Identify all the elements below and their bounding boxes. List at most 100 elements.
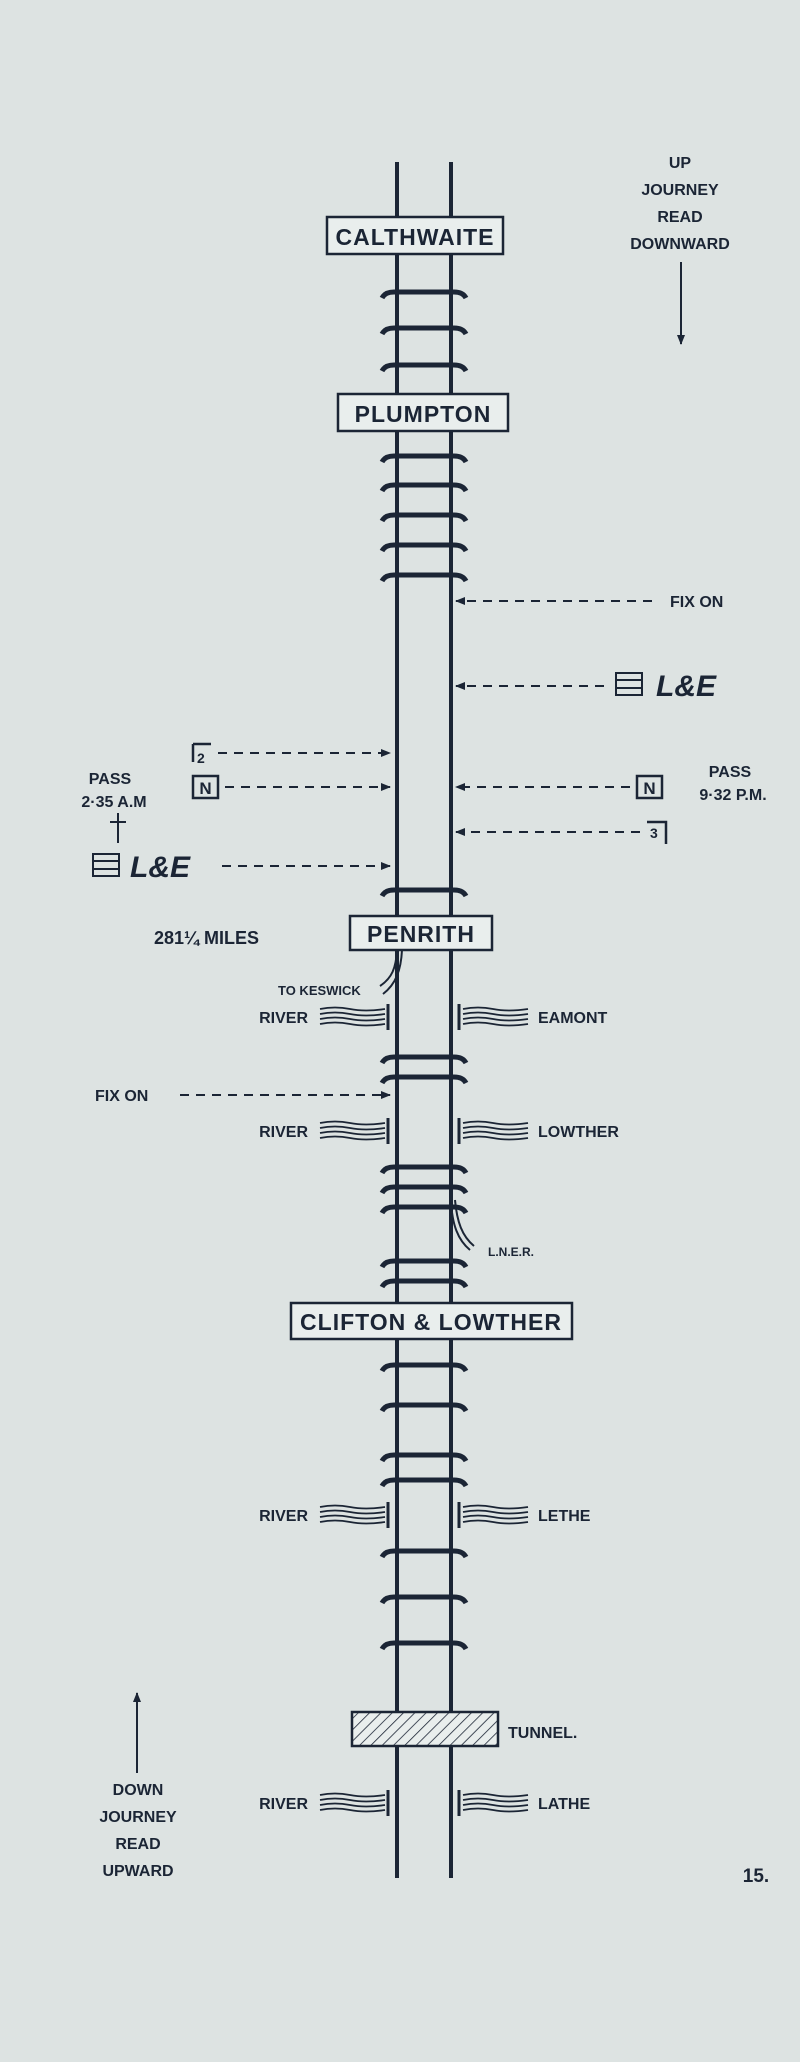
station-label: CALTHWAITE: [335, 224, 494, 250]
station-label: PLUMPTON: [355, 401, 492, 427]
bridge-mark: [379, 887, 469, 898]
river-crossing: RIVER LATHE: [259, 1790, 590, 1816]
river-wave: [462, 1021, 529, 1027]
l-and-e-up: L&E: [455, 670, 717, 703]
bridge-mark: [379, 1054, 469, 1065]
river-wave: [319, 1519, 386, 1525]
river-wave: [462, 1797, 529, 1803]
svg-text:2·35 A.M: 2·35 A.M: [81, 794, 146, 811]
river-label-left: RIVER: [259, 1796, 308, 1813]
tunnel-label: TUNNEL.: [508, 1725, 577, 1742]
river-wave: [319, 1011, 386, 1017]
svg-text:L&E: L&E: [656, 670, 717, 703]
sleepers: [379, 289, 469, 1651]
river-label-right: LETHE: [538, 1508, 591, 1525]
signal-box-icon: [615, 672, 643, 696]
bridge-mark: [379, 325, 469, 336]
river-label-left: RIVER: [259, 1010, 308, 1027]
svg-text:N: N: [643, 779, 655, 798]
river-wave: [462, 1130, 529, 1136]
lner-branch: L.N.E.R.: [450, 1199, 534, 1259]
signal-2: 2: [191, 742, 391, 766]
page-number: 15.: [743, 1866, 769, 1887]
svg-text:UP: UP: [669, 155, 692, 172]
up-journey-legend: UP JOURNEY READ DOWNWARD: [630, 155, 730, 345]
river-wave: [319, 1792, 386, 1798]
svg-text:L.N.E.R.: L.N.E.R.: [488, 1245, 534, 1259]
river-wave: [462, 1016, 529, 1022]
river-wave: [319, 1016, 386, 1022]
svg-text:FIX ON: FIX ON: [95, 1088, 148, 1105]
svg-text:READ: READ: [657, 209, 702, 226]
river-wave: [462, 1120, 529, 1126]
river-wave: [462, 1807, 529, 1813]
bridge-mark: [379, 1548, 469, 1559]
bridge-mark: [379, 1452, 469, 1463]
river-wave: [319, 1120, 386, 1126]
river-wave: [319, 1021, 386, 1027]
signal-box-icon: [92, 853, 120, 877]
river-wave: [462, 1802, 529, 1808]
bridge-mark: [379, 1362, 469, 1373]
station-penrith: PENRITH: [348, 914, 494, 952]
river-wave: [462, 1514, 529, 1520]
cross-icon: [110, 813, 126, 843]
river-wave: [319, 1504, 386, 1510]
river-wave: [319, 1509, 386, 1515]
bridge-mark: [379, 482, 469, 493]
n-marker-down: PASS 2·35 A.M N: [81, 771, 391, 843]
down-journey-legend: DOWN JOURNEY READ UPWARD: [99, 1692, 177, 1880]
bridge-mark: [379, 512, 469, 523]
bridge-mark: [379, 542, 469, 553]
svg-text:DOWNWARD: DOWNWARD: [630, 236, 730, 253]
bridge-mark: [379, 289, 469, 300]
svg-text:JOURNEY: JOURNEY: [641, 182, 719, 199]
bridge-mark: [379, 1640, 469, 1651]
river-wave: [319, 1130, 386, 1136]
bridge-mark: [379, 572, 469, 583]
river-wave: [462, 1011, 529, 1017]
bridge-mark: [379, 1477, 469, 1488]
bridge-mark: [379, 453, 469, 464]
mileage-label: 281¼ MILES: [154, 928, 259, 948]
river-wave: [462, 1125, 529, 1131]
station-label: CLIFTON & LOWTHER: [300, 1309, 562, 1335]
svg-text:2: 2: [197, 750, 205, 766]
river-label-right: LOWTHER: [538, 1124, 619, 1141]
svg-text:PASS: PASS: [709, 764, 752, 781]
river-wave: [462, 1135, 529, 1141]
river-label-right: EAMONT: [538, 1010, 608, 1027]
station-calthwaite: CALTHWAITE: [325, 215, 505, 256]
bridge-mark: [379, 362, 469, 373]
river-wave: [462, 1509, 529, 1515]
river-wave: [462, 1006, 529, 1012]
svg-text:DOWN: DOWN: [113, 1782, 164, 1799]
n-marker-up: N PASS 9·32 P.M.: [455, 764, 767, 804]
bridge-mark: [379, 1074, 469, 1085]
bridge-mark: [379, 1164, 469, 1175]
fix-on-down: FIX ON: [95, 1088, 391, 1105]
bridge-mark: [379, 1204, 469, 1215]
station-plumpton: PLUMPTON: [336, 392, 510, 433]
svg-text:L&E: L&E: [130, 851, 191, 884]
river-crossing: RIVER EAMONT: [259, 1004, 608, 1030]
river-label-right: LATHE: [538, 1796, 590, 1813]
svg-text:N: N: [199, 779, 211, 798]
keswick-branch: TO KESWICK: [278, 949, 403, 998]
river-wave: [319, 1514, 386, 1520]
bridge-mark: [379, 1258, 469, 1269]
svg-text:JOURNEY: JOURNEY: [99, 1809, 177, 1826]
river-wave: [319, 1797, 386, 1803]
tunnel: TUNNEL.: [350, 1710, 577, 1748]
river-label-left: RIVER: [259, 1508, 308, 1525]
svg-text:FIX ON: FIX ON: [670, 594, 723, 611]
signal-3: 3: [455, 820, 668, 844]
river-wave: [319, 1802, 386, 1808]
river-wave: [319, 1135, 386, 1141]
svg-text:UPWARD: UPWARD: [102, 1863, 173, 1880]
svg-text:3: 3: [650, 825, 658, 841]
svg-text:PASS: PASS: [89, 771, 132, 788]
